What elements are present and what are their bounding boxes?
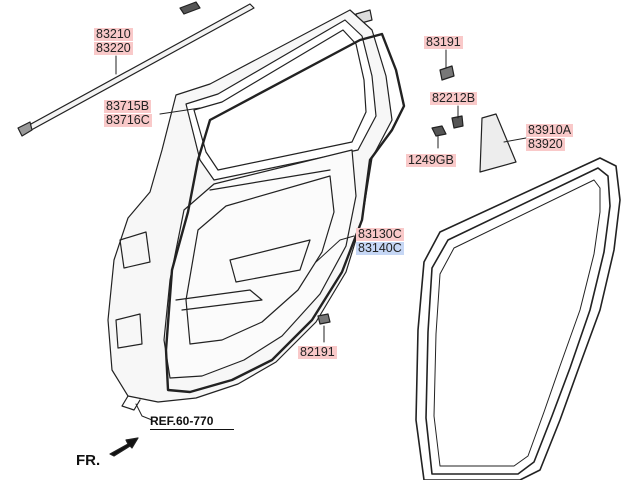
callout-83140c: 83140C bbox=[356, 241, 404, 255]
window-frame bbox=[185, 19, 377, 181]
callout-82212b: 82212B bbox=[430, 91, 478, 105]
ref-underline bbox=[150, 429, 234, 430]
body-side-weatherstrip-outer bbox=[415, 157, 621, 480]
callout-83716c: 83716C bbox=[104, 113, 152, 127]
callout-83130c: 83130C bbox=[356, 227, 404, 241]
door-brace-3 bbox=[229, 239, 311, 283]
body-side-weatherstrip-inner2 bbox=[433, 179, 601, 467]
belt-moulding-end bbox=[17, 121, 33, 137]
clip-82191 bbox=[317, 313, 331, 325]
callout-83920: 83920 bbox=[526, 137, 565, 151]
top-clip-part bbox=[179, 1, 201, 15]
callout-1249gb: 1249GB bbox=[406, 153, 456, 167]
door-brace-2 bbox=[209, 169, 331, 191]
clip-82212b bbox=[451, 115, 464, 129]
callout-83910a: 83910A bbox=[526, 123, 574, 137]
hinge-detail-2 bbox=[115, 313, 143, 349]
delta-moulding bbox=[479, 113, 517, 173]
inner-panel-opening bbox=[185, 175, 335, 345]
clip-83191 bbox=[439, 65, 455, 81]
leader-83715b bbox=[159, 107, 201, 115]
door-brace-1 bbox=[175, 289, 263, 311]
leader-83130c bbox=[315, 235, 355, 263]
leader-83910a bbox=[503, 137, 527, 143]
bolt-1249gb bbox=[431, 125, 447, 137]
hinge-detail-1 bbox=[119, 231, 151, 269]
ref-label: REF.60-770 bbox=[150, 414, 214, 428]
callout-82191: 82191 bbox=[298, 345, 337, 359]
callout-83220: 83220 bbox=[94, 41, 133, 55]
front-label: FR. bbox=[76, 452, 101, 469]
inner-panel bbox=[163, 149, 357, 379]
callout-83715b: 83715B bbox=[104, 99, 152, 113]
door-weatherstrip bbox=[164, 32, 406, 394]
callout-83191: 83191 bbox=[424, 35, 463, 49]
leader-ref bbox=[135, 403, 153, 421]
window-frame-inner bbox=[193, 29, 367, 171]
callout-83210: 83210 bbox=[94, 27, 133, 41]
body-side-weatherstrip-inner bbox=[425, 167, 611, 475]
front-arrow-icon bbox=[109, 437, 139, 457]
